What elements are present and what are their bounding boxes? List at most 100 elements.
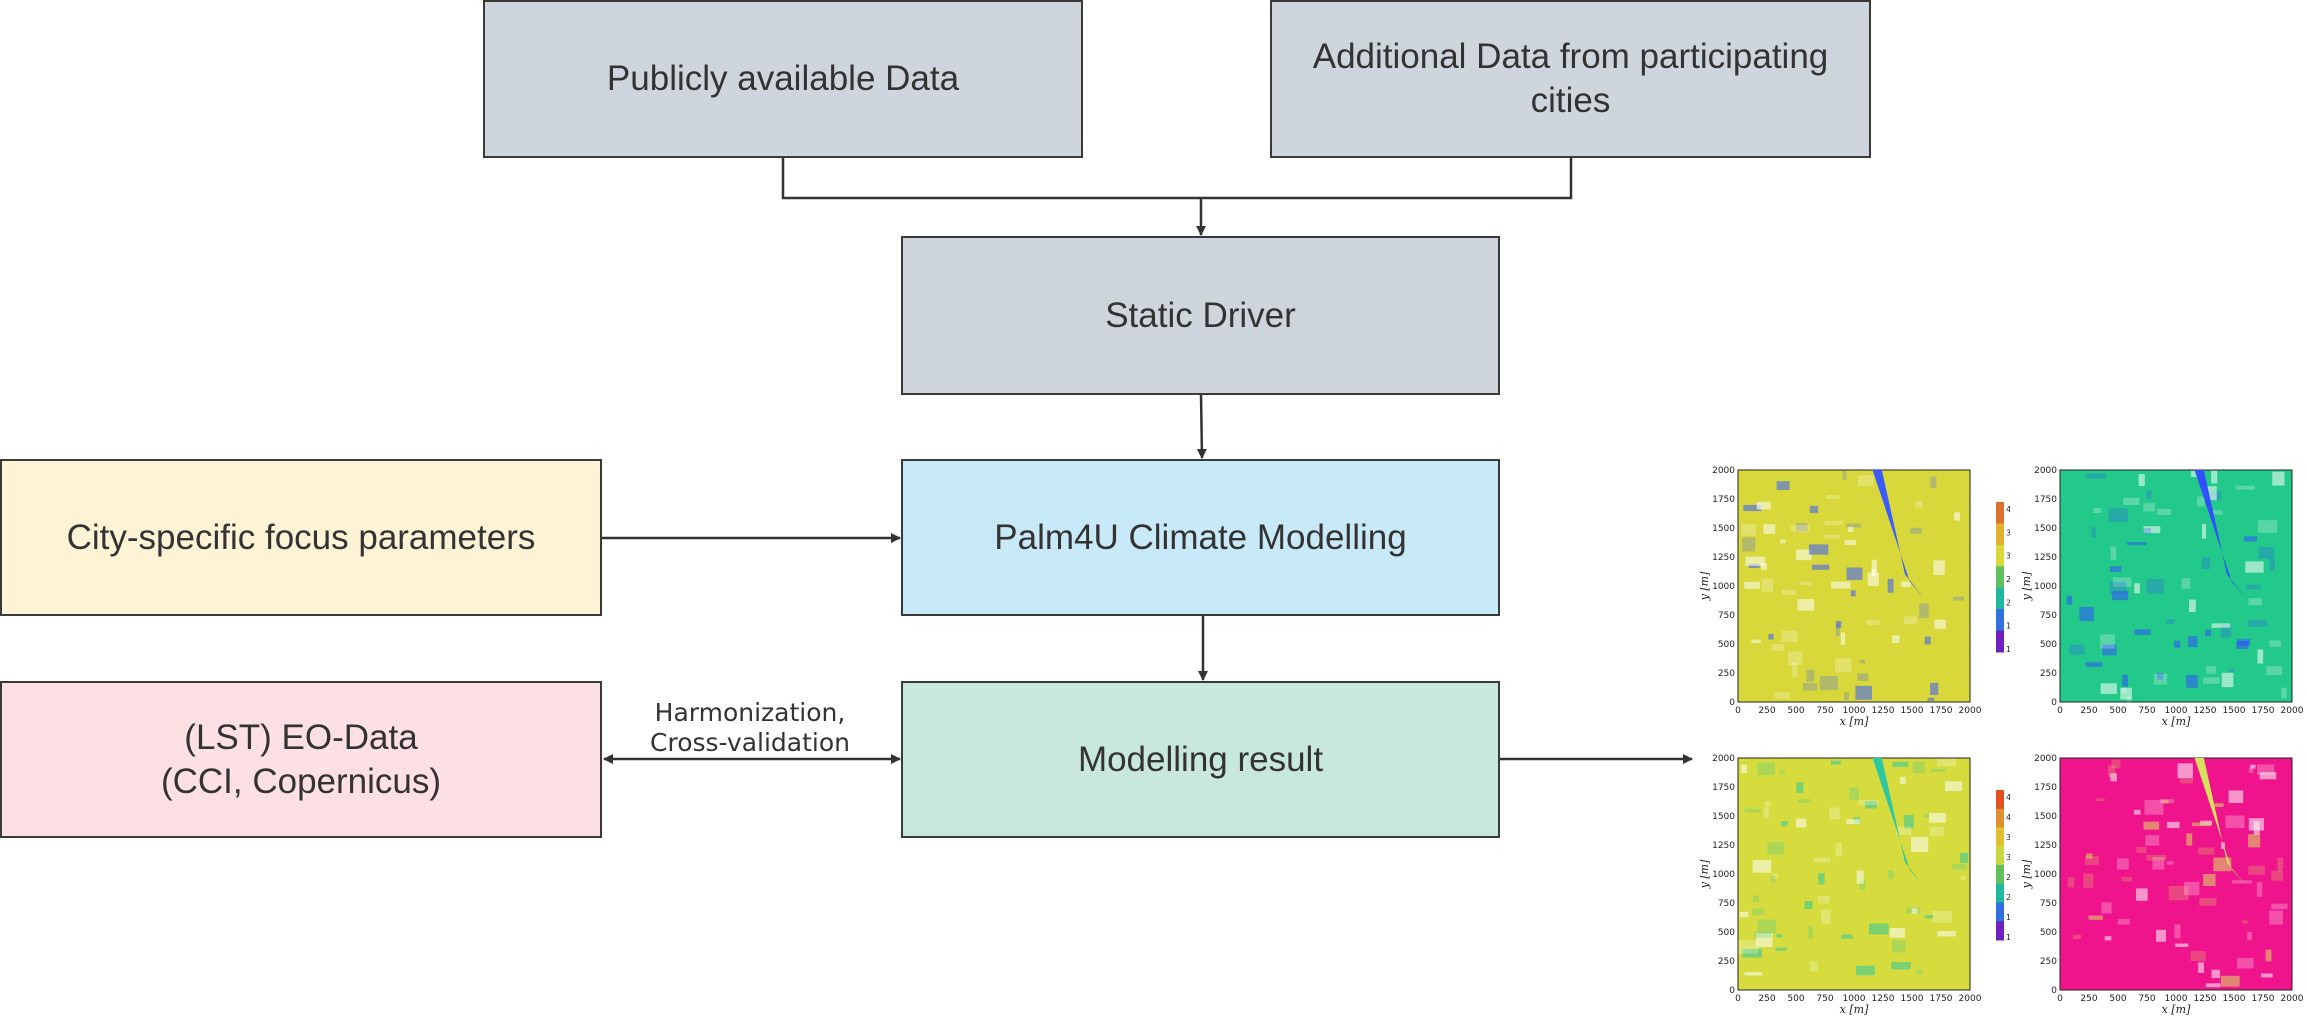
x-tick-label: 1000: [2165, 706, 2188, 716]
map-texture-block: [2228, 668, 2235, 672]
map-texture-block: [2123, 497, 2140, 506]
map-texture-block: [2179, 778, 2194, 784]
map-texture-block: [2120, 687, 2132, 700]
map-texture-block: [1840, 934, 1853, 939]
node-palm4u: Palm4U Climate Modelling: [901, 459, 1500, 616]
map-texture-block: [1830, 760, 1841, 765]
map-texture-block: [2212, 510, 2223, 515]
map-river: [2194, 758, 2246, 886]
y-axis-label: y [m]: [2022, 859, 2033, 889]
node-public-data-label: Publicly available Data: [606, 59, 960, 98]
colorbar-tick-label: 40: [2006, 505, 2010, 514]
map-texture-block: [2202, 557, 2210, 570]
map-texture-block: [1900, 581, 1911, 588]
map-texture-block: [1744, 972, 1763, 976]
map-texture-block: [1819, 675, 1838, 691]
map-texture-block: [1796, 782, 1804, 794]
y-tick-label: 750: [2040, 611, 2057, 621]
y-tick-label: 1250: [1712, 553, 1735, 563]
map-texture-block: [2248, 598, 2262, 606]
x-tick-label: 0: [2057, 994, 2063, 1004]
map-texture-block: [2104, 936, 2112, 941]
map-texture-block: [1806, 669, 1815, 682]
map-texture-block: [1899, 776, 1906, 784]
map-texture-block: [2214, 803, 2224, 807]
map-texture-block: [1887, 578, 1894, 593]
map-texture-block: [1916, 969, 1923, 975]
map-texture-block: [2247, 620, 2268, 627]
node-focus-parameters: City-specific focus parameters: [0, 459, 602, 616]
map-texture-block: [1835, 621, 1842, 628]
x-tick-label: 1250: [2194, 706, 2217, 716]
map-texture-block: [1738, 940, 1758, 954]
map-texture-block: [1756, 933, 1773, 948]
map-texture-block: [1891, 962, 1911, 970]
map-texture-block: [2121, 876, 2133, 882]
x-tick-label: 500: [1787, 994, 1804, 1004]
edge-label-line1: Harmonization,: [654, 698, 846, 727]
map-texture-block: [2156, 929, 2167, 942]
map-texture-block: [1858, 800, 1879, 805]
map-texture-block: [1829, 807, 1840, 820]
map-texture-block: [2110, 546, 2117, 561]
map-texture-block: [1752, 908, 1764, 916]
y-tick-label: 1000: [2034, 870, 2057, 880]
map-texture-block: [2228, 790, 2244, 803]
map-texture-block: [2069, 644, 2085, 655]
y-tick-label: 750: [1718, 899, 1735, 909]
map-texture-block: [1924, 636, 1931, 645]
map-texture-block: [2248, 865, 2265, 875]
map-texture-block: [2220, 842, 2225, 850]
map-texture-block: [1748, 563, 1760, 569]
map-texture-block: [2134, 583, 2140, 594]
x-tick-label: 1750: [1930, 706, 1953, 716]
map-texture-block: [2259, 772, 2277, 780]
map-texture-block: [1835, 623, 1840, 637]
colorbar-tick-label: 10: [2006, 933, 2010, 942]
colorbar-segment: [1996, 544, 2004, 567]
map-texture-block: [2157, 508, 2171, 515]
arrow-static-to-palm: [1196, 393, 1207, 459]
y-tick-label: 0: [2051, 986, 2057, 996]
map-texture-block: [1817, 895, 1830, 904]
map-texture-block: [2243, 536, 2257, 542]
map-texture-block: [1859, 879, 1866, 890]
map-texture-block: [2110, 773, 2117, 782]
map-texture-block: [1911, 908, 1918, 914]
y-tick-label: 1750: [2034, 783, 2057, 793]
map-texture-block: [2109, 566, 2122, 573]
map-texture-block: [1776, 481, 1790, 491]
x-tick-label: 1500: [1901, 994, 1924, 1004]
y-tick-label: 2000: [1712, 466, 1735, 476]
y-tick-label: 2000: [1712, 754, 1735, 764]
map-texture-block: [1809, 505, 1819, 514]
map-texture-block: [2181, 578, 2191, 589]
map-texture-block: [1930, 476, 1937, 489]
map-texture-block: [2066, 595, 2073, 605]
x-tick-label: 250: [2080, 994, 2097, 1004]
map-texture-block: [2237, 957, 2254, 969]
map-texture-block: [2143, 821, 2160, 830]
map-texture-block: [1892, 940, 1906, 953]
map-texture-block: [2086, 853, 2093, 859]
x-tick-label: 250: [2080, 706, 2097, 716]
map-texture-block: [2143, 526, 2161, 534]
node-palm4u-label: Palm4U Climate Modelling: [994, 517, 1407, 557]
map-texture-block: [1850, 590, 1856, 597]
map-texture-block: [1741, 764, 1747, 773]
map-texture-block: [2205, 983, 2221, 988]
node-modelling-result-label: Modelling result: [1077, 739, 1324, 779]
map-texture-block: [2144, 800, 2164, 815]
colorbar-tick-label: 15: [2006, 913, 2010, 922]
map-texture-block: [1929, 682, 1939, 696]
map-texture-block: [1809, 961, 1818, 972]
x-tick-label: 1000: [1843, 994, 1866, 1004]
map-texture-block: [1768, 633, 1774, 640]
x-tick-label: 1500: [2223, 994, 2246, 1004]
map-texture-block: [1752, 895, 1759, 903]
map-texture-block: [2198, 962, 2205, 973]
